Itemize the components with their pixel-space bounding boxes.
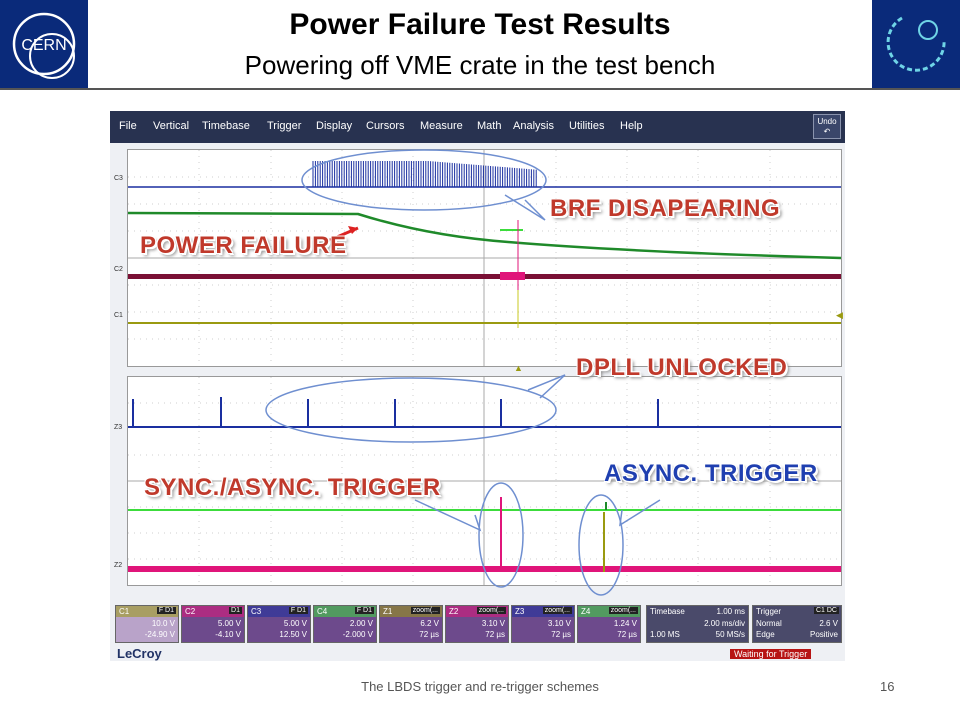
menu-analysis[interactable]: Analysis: [513, 120, 554, 132]
footer-text: The LBDS trigger and re-trigger schemes: [361, 679, 599, 694]
trace-label-z3: Z3: [114, 424, 123, 431]
menu-vertical[interactable]: Vertical: [153, 120, 190, 132]
menu-display[interactable]: Display: [316, 120, 353, 132]
c3-brf-trace: [128, 161, 841, 188]
callout-power-failure: POWER FAILURE: [140, 232, 347, 259]
svg-text:CERN: CERN: [21, 37, 66, 54]
c2-trace: [128, 274, 841, 279]
menu-timebase[interactable]: Timebase: [202, 120, 250, 132]
slide-title: Power Failure Test Results: [289, 8, 671, 41]
menu-help[interactable]: Help: [620, 120, 643, 132]
timebase-box[interactable]: Timebase 1.00 ms 2.00 ms/div 1.00 MS 50 …: [646, 605, 749, 643]
async-trigger-bubble: [578, 494, 624, 596]
menu-measure[interactable]: Measure: [420, 120, 463, 132]
accelerator-ring-logo: [872, 0, 960, 88]
trace-label-c1: C1: [114, 312, 123, 319]
menu-cursors[interactable]: Cursors: [366, 120, 405, 132]
scope-menubar: File Vertical Timebase Trigger Display C…: [110, 111, 845, 143]
trace-label-c3: C3: [114, 175, 123, 182]
header-divider: [0, 88, 960, 90]
upper-waveform-grid: [127, 149, 842, 367]
trace-label-z2: Z2: [114, 562, 123, 569]
callout-async-trigger: ASYNC. TRIGGER: [604, 460, 818, 487]
sync-trigger-bubble: [478, 482, 524, 588]
lecroy-brand: LeCroy: [117, 646, 162, 661]
callout-dpll-unlocked: DPLL UNLOCKED: [576, 354, 788, 381]
lower-waveform-grid: [127, 376, 842, 586]
undo-button[interactable]: Undo ↶: [813, 114, 841, 139]
dpll-bubble: [265, 377, 557, 443]
cern-logo: CERN: [0, 0, 88, 88]
slide-subtitle: Powering off VME crate in the test bench: [244, 50, 716, 80]
trigger-marker-icon: ▲: [514, 363, 523, 373]
callout-sync-async-trigger: SYNC./ASYNC. TRIGGER: [144, 474, 441, 501]
menu-file[interactable]: File: [119, 120, 137, 132]
trigger-box[interactable]: Trigger C1 DC Normal 2.6 V Edge Positive: [752, 605, 842, 643]
z3-dpll-trace: [128, 397, 841, 428]
callout-brf-disappearing: BRF DISAPEARING: [550, 195, 781, 222]
menu-math[interactable]: Math: [477, 120, 502, 132]
oscilloscope-screen: File Vertical Timebase Trigger Display C…: [110, 111, 845, 661]
status-text: Waiting for Trigger: [730, 649, 812, 659]
c4-power-trace: [127, 211, 842, 260]
trigger-level-icon: ◀: [836, 310, 843, 320]
trace-label-c2: C2: [114, 266, 123, 273]
menu-trigger[interactable]: Trigger: [267, 120, 302, 132]
brf-bubble: [301, 149, 547, 211]
page-number: 16: [880, 679, 895, 694]
menu-utilities[interactable]: Utilities: [569, 120, 605, 132]
undo-icon: ↶: [823, 127, 831, 136]
